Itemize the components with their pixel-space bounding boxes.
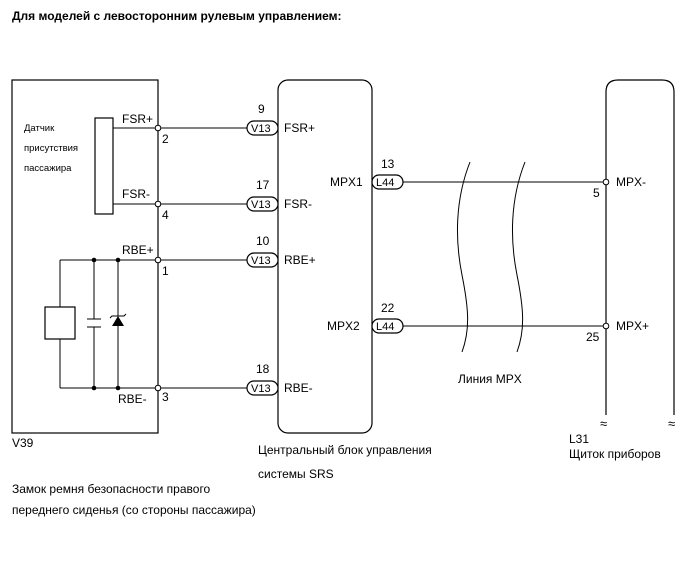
srs-pin-label: RBE- bbox=[284, 381, 313, 395]
connector-pin-number: 22 bbox=[381, 301, 395, 315]
v13-connector-tag bbox=[246, 120, 279, 136]
junction-dot bbox=[91, 257, 97, 263]
v39-pin-label: FSR+ bbox=[122, 112, 153, 126]
l31-code: L31 bbox=[569, 432, 589, 446]
diagram-title: Для моделей с левосторонним рулевым упра… bbox=[12, 9, 342, 23]
sensor-label-line2: присутствия bbox=[24, 143, 78, 154]
l31-pin-label: MPX+ bbox=[616, 319, 649, 333]
srs-caption-line2: системы SRS bbox=[258, 467, 334, 481]
srs-unit-box bbox=[277, 79, 373, 434]
l31-component-box bbox=[605, 79, 675, 415]
line-break-wave bbox=[512, 161, 526, 353]
connector-pin-number: 17 bbox=[256, 178, 270, 192]
l31-break-symbol: ≈ bbox=[668, 416, 675, 431]
l31-pin-label: MPX- bbox=[616, 175, 646, 189]
srs-caption-line1: Центральный блок управления bbox=[258, 443, 432, 457]
v39-code: V39 bbox=[12, 436, 34, 450]
srs-pin-label: FSR+ bbox=[284, 121, 315, 135]
srs-output-label: MPX2 bbox=[327, 319, 360, 333]
connector-pin-number: 10 bbox=[256, 234, 270, 248]
srs-output-label: MPX1 bbox=[330, 175, 363, 189]
connector-code: L44 bbox=[376, 321, 394, 333]
l31-break-symbol: ≈ bbox=[600, 416, 607, 431]
v39-terminal bbox=[154, 124, 162, 132]
l31-terminal bbox=[602, 322, 610, 330]
l31-terminal bbox=[602, 178, 610, 186]
v13-connector-tag bbox=[246, 252, 279, 268]
connector-code: L44 bbox=[376, 177, 394, 189]
junction-dot bbox=[91, 385, 97, 391]
srs-pin-label: FSR- bbox=[284, 197, 312, 211]
v39-pin-label: RBE- bbox=[118, 392, 147, 406]
connector-pin-number: 9 bbox=[258, 102, 265, 116]
line-break-wave bbox=[457, 161, 471, 353]
junction-dot bbox=[115, 257, 121, 263]
passenger-sensor-element bbox=[94, 117, 114, 215]
v39-caption-line1: Замок ремня безопасности правого bbox=[12, 482, 211, 496]
junction-dot bbox=[115, 385, 121, 391]
v39-pin-label: RBE+ bbox=[122, 243, 154, 257]
v39-pin-label: FSR- bbox=[122, 187, 150, 201]
sensor-label-line3: пассажира bbox=[24, 163, 72, 174]
v39-terminal bbox=[154, 200, 162, 208]
l31-pin-number: 25 bbox=[586, 330, 600, 344]
v13-connector-tag bbox=[246, 380, 279, 396]
v39-component-box bbox=[11, 79, 159, 434]
connector-pin-number: 13 bbox=[381, 157, 395, 171]
v39-pin-number: 4 bbox=[162, 208, 169, 222]
v39-pin-number: 2 bbox=[162, 132, 169, 146]
sensor-label-line1: Датчик bbox=[24, 123, 55, 134]
zener-diode-bar bbox=[109, 313, 127, 319]
buckle-switch-coil bbox=[44, 306, 76, 340]
connector-code: V13 bbox=[251, 199, 271, 211]
mpx-line-label: Линия MPX bbox=[458, 372, 522, 386]
v39-terminal bbox=[154, 384, 162, 392]
srs-pin-label: RBE+ bbox=[284, 253, 316, 267]
zener-diode-triangle bbox=[112, 316, 124, 326]
v39-terminal bbox=[154, 256, 162, 264]
connector-code: V13 bbox=[251, 383, 271, 395]
v13-connector-tag bbox=[246, 196, 279, 212]
l31-pin-number: 5 bbox=[593, 186, 600, 200]
connector-pin-number: 18 bbox=[256, 362, 270, 376]
v39-pin-number: 3 bbox=[162, 390, 169, 404]
connector-code: V13 bbox=[251, 123, 271, 135]
v39-caption-line2: переднего сиденья (со стороны пассажира) bbox=[12, 503, 256, 517]
l31-caption: Щиток приборов bbox=[569, 447, 661, 461]
v39-pin-number: 1 bbox=[162, 264, 169, 278]
connector-code: V13 bbox=[251, 255, 271, 267]
